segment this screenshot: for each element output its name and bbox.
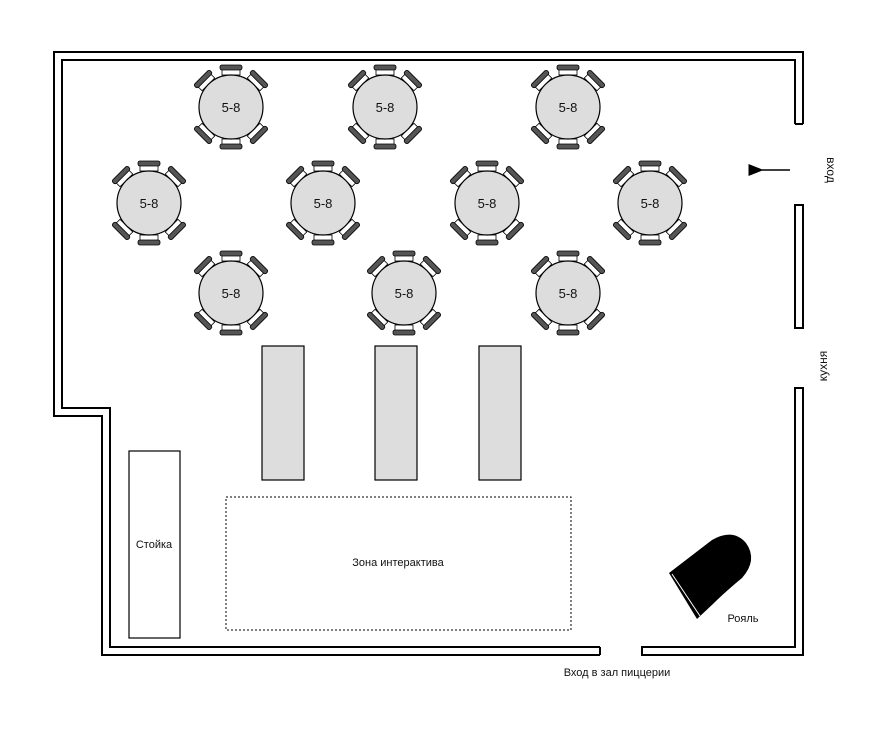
table-capacity-label: 5-8 [478,196,497,211]
round-table[interactable]: 5-8 [530,250,606,336]
kitchen-label: кухня [816,351,830,382]
right-wall-segment-middle [794,204,804,329]
chair-icon [219,138,243,150]
table-top [352,74,418,140]
piano-label: Рояль [727,613,758,625]
chair-icon [530,255,553,278]
chair-icon [475,234,499,246]
chair-icon [219,324,243,336]
chair-icon [530,308,553,331]
chair-icon [556,324,580,336]
table-top [198,260,264,326]
long-table[interactable] [261,345,305,481]
chair-icon [530,122,553,145]
right-wall-segment-bottom [641,387,804,656]
chair-icon [392,324,416,336]
chair-icon [583,255,606,278]
round-table[interactable]: 5-8 [530,64,606,150]
table-capacity-label: 5-8 [559,286,578,301]
chair-icon [400,69,423,92]
round-table[interactable]: 5-8 [193,250,269,336]
table-capacity-label: 5-8 [559,100,578,115]
long-table[interactable] [478,345,522,481]
table-top [535,74,601,140]
chair-icon [449,218,472,241]
table-capacity-label: 5-8 [641,196,660,211]
chair-icon [419,255,442,278]
round-table[interactable]: 5-8 [347,64,423,150]
chair-icon [556,250,580,262]
chair-icon [665,218,688,241]
interactive-zone[interactable] [225,496,572,631]
chair-icon [246,122,269,145]
chair-icon [193,69,216,92]
chair-icon [638,234,662,246]
chair-icon [219,64,243,76]
chair-icon [373,64,397,76]
chair-icon [347,122,370,145]
table-capacity-label: 5-8 [376,100,395,115]
walls [53,51,804,656]
chair-icon [219,250,243,262]
bar-counter[interactable] [128,450,181,639]
table-capacity-label: 5-8 [222,100,241,115]
chair-icon [246,255,269,278]
chair-icon [475,160,499,172]
round-table[interactable]: 5-8 [612,160,688,246]
chair-icon [311,234,335,246]
round-table[interactable]: 5-8 [193,64,269,150]
long-table[interactable] [374,345,418,481]
chair-icon [246,69,269,92]
chair-icon [583,122,606,145]
outer-wall-line [53,51,804,656]
chair-icon [556,64,580,76]
long-tables [261,345,522,481]
table-capacity-label: 5-8 [140,196,159,211]
table-capacity-label: 5-8 [314,196,333,211]
entrance-label: вход [824,157,838,183]
chair-icon [246,308,269,331]
chair-icon [373,138,397,150]
interactive-zone-label: Зона интерактива [352,557,444,569]
table-top [454,170,520,236]
pizzeria-entrance-label: Вход в зал пиццерии [564,667,671,679]
chair-icon [556,138,580,150]
chair-icon [164,165,187,188]
bar-counter-label: Стойка [136,539,173,551]
chair-icon [193,255,216,278]
table-capacity-label: 5-8 [222,286,241,301]
table-top [371,260,437,326]
table-top [116,170,182,236]
table-top [535,260,601,326]
table-top [617,170,683,236]
chair-icon [638,160,662,172]
chair-icon [583,69,606,92]
chair-icon [193,308,216,331]
chair-icon [338,218,361,241]
piano-icon [669,534,752,619]
chair-icon [137,234,161,246]
chair-icon [392,250,416,262]
round-tables: 5-8 5-8 5-8 5-8 5-8 5-8 5-8 5-8 5-8 5-8 [111,64,688,336]
table-top [198,74,264,140]
round-table[interactable]: 5-8 [111,160,187,246]
chair-icon [400,122,423,145]
chair-icon [311,160,335,172]
chair-icon [137,160,161,172]
chair-icon [347,69,370,92]
table-capacity-label: 5-8 [395,286,414,301]
chair-icon [285,165,308,188]
table-top [290,170,356,236]
round-table[interactable]: 5-8 [449,160,525,246]
round-table[interactable]: 5-8 [366,250,442,336]
round-table[interactable]: 5-8 [285,160,361,246]
